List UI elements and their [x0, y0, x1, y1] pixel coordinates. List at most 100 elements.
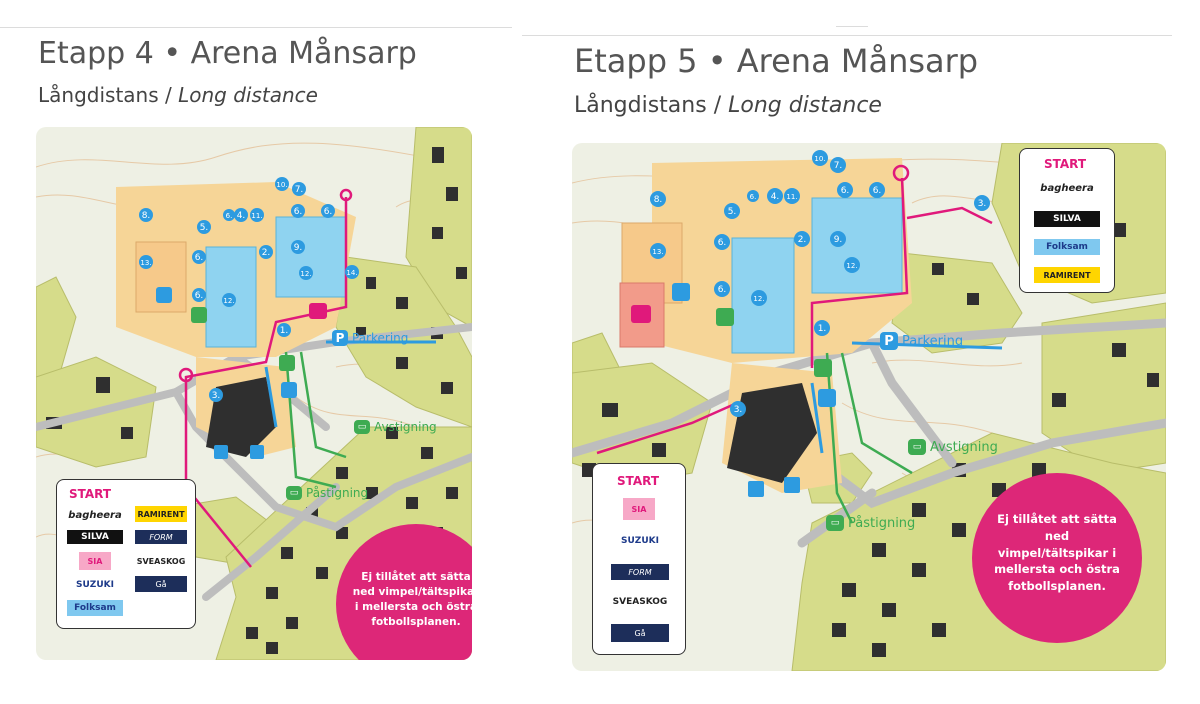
start-sponsor-box-right: START bagheera SILVA Folksam RAMIRENT	[1019, 148, 1115, 293]
sponsor-suzuki: SUZUKI	[76, 580, 114, 590]
marker-10: 10.	[276, 181, 287, 189]
marker-6d-2: 6.	[873, 186, 882, 196]
marker-7-2: 7.	[834, 161, 843, 171]
first-aid-icon	[279, 355, 295, 371]
marker-10-2: 10.	[814, 155, 825, 163]
bus-icon-3: ▭	[908, 439, 926, 455]
parking-arrows-2	[810, 341, 1003, 454]
sponsor-ga-2: Gå	[611, 624, 669, 642]
facility-icons-2	[631, 283, 836, 497]
main-building	[206, 377, 276, 457]
parking-icon-2: P	[880, 332, 898, 350]
toilet-icon	[156, 287, 172, 303]
marker-6d: 6.	[324, 207, 333, 217]
marker-3-2: 3.	[734, 405, 743, 415]
facility-icons	[156, 287, 327, 459]
subtitle-english-2: Long distance	[728, 93, 882, 118]
recycle-icon	[191, 307, 207, 323]
sponsor-ramirent: RAMIRENT	[135, 506, 187, 522]
marker-13: 13.	[140, 259, 151, 267]
start-route-2	[596, 164, 993, 455]
marker-3: 3.	[212, 391, 221, 401]
marker-6b-2: 6.	[718, 285, 727, 295]
page-subtitle: Långdistans / Long distance	[38, 83, 318, 107]
marker-1: 1.	[280, 326, 289, 336]
parking-label: P Parkering	[332, 330, 408, 346]
marker-3b-2: 3.	[978, 199, 987, 209]
arena-map[interactable]: 1. 2. 3. 4. 5. 6. 6. 6. 6. 6. 7. 8. 9. 1…	[36, 127, 472, 660]
subtitle-separator: /	[158, 83, 179, 107]
top-rule-right	[522, 35, 1172, 36]
page-subtitle-2: Långdistans / Long distance	[574, 93, 882, 118]
bike-icon-2	[631, 305, 651, 323]
sponsor-ga: Gå	[135, 576, 187, 592]
marker-2-2: 2.	[798, 235, 807, 245]
marker-9-2: 9.	[834, 235, 843, 245]
field-east	[275, 216, 347, 298]
marker-11: 11.	[251, 212, 262, 220]
sponsor-sia: SIA	[79, 552, 111, 570]
marker-12: 12.	[223, 297, 234, 305]
field-east-2	[811, 197, 903, 294]
top-rule-left	[0, 27, 512, 28]
sponsor-folksam: Folksam	[67, 600, 123, 616]
drop-off-label-2: ▭ Avstigning	[908, 439, 998, 455]
page-title: Etapp 4 • Arena Månsarp	[38, 36, 417, 71]
marker-12b-2: 12.	[846, 262, 857, 270]
start-sponsor-box: START bagheera RAMIRENT SILVA FORM SIA S…	[56, 479, 196, 629]
pick-up-text: Påstigning	[306, 486, 369, 500]
shower-icon	[214, 445, 228, 459]
subtitle-swedish: Långdistans	[38, 83, 159, 107]
marker-7: 7.	[295, 185, 304, 195]
marker-8-2: 8.	[654, 195, 663, 205]
sponsor-sveaskog-2: SVEASKOG	[612, 597, 668, 607]
toilet-icon-4	[818, 389, 836, 407]
marker-12b: 12.	[300, 270, 311, 278]
parking-text-2: Parkering	[902, 333, 964, 349]
sponsor-bagheera: bagheera	[68, 509, 122, 521]
marker-6c: 6.	[294, 207, 303, 217]
toilet-icon-3	[672, 283, 690, 301]
pick-up-label: ▭ Påstigning	[286, 486, 368, 500]
top-rule-mid	[836, 26, 868, 27]
map-drawing: 1. 2. 3. 4. 5. 6. 6. 6. 6. 6. 7. 8. 9. 1…	[36, 127, 472, 660]
subtitle-separator-2: /	[706, 93, 729, 118]
start-label-left: START	[617, 474, 660, 488]
marker-6b: 6.	[195, 291, 204, 301]
marker-6e-2: 6.	[750, 193, 757, 201]
marker-1-2: 1.	[818, 324, 827, 334]
sponsor-form: FORM	[135, 530, 187, 544]
marker-6-2: 6.	[718, 238, 727, 248]
start-sponsor-box-left: START SIA SUZUKI FORM SVEASKOG Gå	[592, 463, 686, 655]
pick-up-label-2: ▭ Påstigning	[826, 515, 915, 531]
marker-9: 9.	[294, 243, 303, 253]
marker-4-2: 4.	[771, 192, 780, 202]
markers-layer: 1. 2. 3. 4. 5. 6. 6. 6. 6. 6. 7. 8. 9. 1…	[139, 177, 359, 402]
subtitle-swedish-2: Långdistans	[574, 93, 707, 118]
marker-14: 14.	[346, 269, 357, 277]
marker-12-2: 12.	[753, 295, 764, 303]
sponsor-sia-2: SIA	[623, 498, 655, 520]
marker-6e: 6.	[226, 212, 233, 220]
start-label: START	[69, 487, 112, 501]
marker-13-2: 13.	[652, 248, 663, 256]
shower-icon-3	[748, 481, 764, 497]
sponsor-ramirent-2: RAMIRENT	[1034, 267, 1100, 283]
sponsor-sveaskog: SVEASKOG	[136, 556, 186, 566]
drop-off-label: ▭ Avstigning	[354, 420, 437, 434]
bus-icon-2: ▭	[286, 486, 302, 500]
marker-4: 4.	[237, 211, 246, 221]
first-aid-icon-2	[814, 359, 832, 377]
bus-icon-4: ▭	[826, 515, 844, 531]
marker-6: 6.	[195, 253, 204, 263]
marker-6c-2: 6.	[841, 186, 850, 196]
arena-map-2[interactable]: 1. 2. 3. 3. 4. 5. 6. 6. 6. 6. 6. 7. 8. 9…	[572, 143, 1166, 671]
sponsor-folksam-2: Folksam	[1034, 239, 1100, 255]
marker-11-2: 11.	[786, 193, 797, 201]
shower-icon-2	[250, 445, 264, 459]
start-label-right: START	[1044, 157, 1087, 171]
markers-layer-2: 1. 2. 3. 3. 4. 5. 6. 6. 6. 6. 6. 7. 8. 9…	[650, 150, 990, 417]
sponsor-silva: SILVA	[67, 530, 123, 544]
toilet-icon-2	[281, 382, 297, 398]
bike-icon	[309, 303, 327, 319]
